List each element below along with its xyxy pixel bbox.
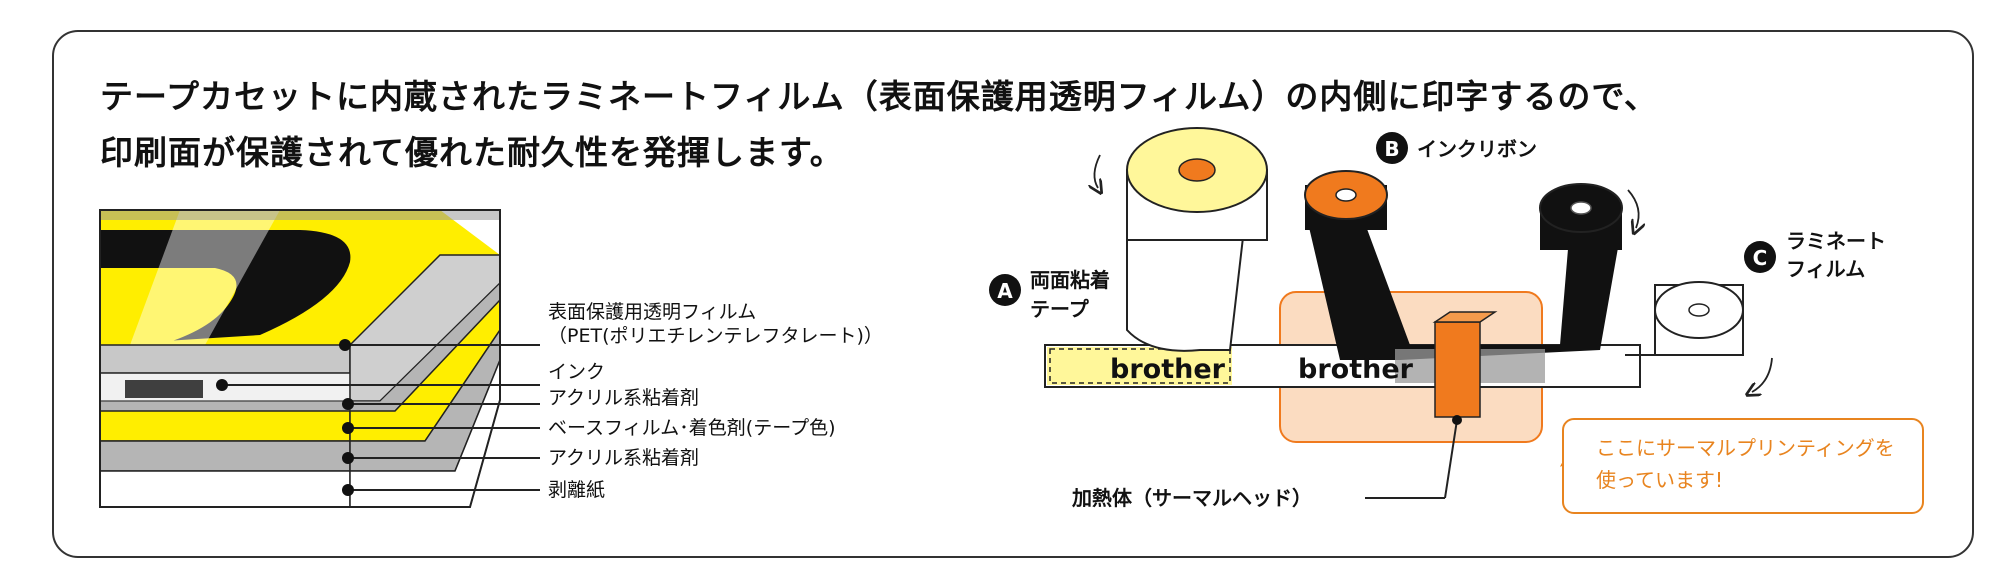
callout-line-2: 使っています!	[1596, 468, 1724, 492]
tape-a-label-2: テープ	[1030, 297, 1090, 321]
leader-dot-liner	[342, 484, 354, 496]
film-c-roll-core	[1688, 303, 1710, 317]
leader-dot-adhesive-1	[342, 398, 354, 410]
film-c-rotation-arrow	[1752, 357, 1773, 392]
layer-label-base: ベースフィルム･着色剤(テープ色)	[548, 417, 835, 439]
layer-label-adhesive-1: アクリル系粘着剤	[548, 387, 699, 409]
section-outline	[99, 209, 501, 508]
thermal-head	[1434, 321, 1481, 418]
leader-dot-film	[339, 339, 351, 351]
badge-b-letter: B	[1384, 137, 1399, 161]
thermal-head-label: 加熱体（サーマルヘッド）	[1071, 486, 1312, 510]
film-top-edge	[100, 210, 500, 220]
badge-a-letter: A	[997, 279, 1013, 303]
head-leader-diagonal	[1444, 419, 1458, 499]
layer-label-ink: インク	[548, 361, 605, 383]
badge-a-circle	[989, 274, 1021, 306]
ribbon-supply-core	[1335, 188, 1357, 202]
tape-a-rotation-arrow	[1094, 154, 1100, 188]
printing-mechanism	[1044, 127, 1773, 499]
headline-line-2: 印刷面が保護されて優れた耐久性を発揮します。	[100, 133, 844, 172]
tape-a-roll-core	[1178, 158, 1216, 182]
head-leader-dot	[1452, 415, 1462, 425]
ribbon-takeup-core	[1570, 201, 1592, 215]
leader-dot-base	[342, 422, 354, 434]
badge-b-circle	[1376, 132, 1408, 164]
layer-label-adhesive-2: アクリル系粘着剤	[548, 447, 699, 469]
ribbon-b-label: インクリボン	[1417, 137, 1537, 161]
ink-ribbon-path	[1305, 210, 1622, 360]
callout-line-1: ここにサーマルプリンティングを	[1596, 436, 1895, 460]
ribbon-rotation-arrow	[1627, 189, 1639, 228]
gloss-stripe	[130, 210, 280, 345]
layer-label-liner: 剥離紙	[548, 479, 605, 501]
callout-bubble: ここにサーマルプリンティングを 使っています!	[1562, 418, 1924, 514]
film-c-label-2: フィルム	[1786, 257, 1865, 281]
brand-print-a: brother	[1110, 354, 1226, 385]
layer-label-film-pet: （PET(ポリエチレンテレフタレート)）	[548, 325, 883, 347]
layer-front-liner	[99, 470, 351, 508]
layer-front-film	[99, 344, 351, 374]
headline-line-1: テープカセットに内蔵されたラミネートフィルム（表面保護用透明フィルム）の内側に印…	[100, 77, 1659, 116]
printed-shape-inner	[100, 268, 237, 345]
badge-c-circle	[1744, 241, 1776, 273]
leader-dot-adhesive-2	[342, 452, 354, 464]
layer-front-adhesive-2	[99, 440, 351, 472]
badge-c-letter: C	[1753, 246, 1768, 270]
ink-block	[125, 380, 203, 398]
diagram-frame	[52, 30, 1974, 558]
layer-front-adhesive-1	[99, 400, 351, 412]
tape-yellow-section	[1047, 347, 1232, 385]
tape-a-label-1: 両面粘着	[1030, 268, 1110, 292]
tape-cross-section	[99, 209, 540, 508]
leader-dot-ink	[216, 379, 228, 391]
brand-print-b: brother	[1298, 354, 1414, 385]
film-c-label-1: ラミネート	[1786, 229, 1886, 253]
layer-front-base	[99, 410, 351, 442]
layer-label-film: 表面保護用透明フィルム	[548, 301, 756, 323]
tape-dashed-outline	[1049, 348, 1231, 384]
thermal-head-top	[1432, 311, 1498, 323]
